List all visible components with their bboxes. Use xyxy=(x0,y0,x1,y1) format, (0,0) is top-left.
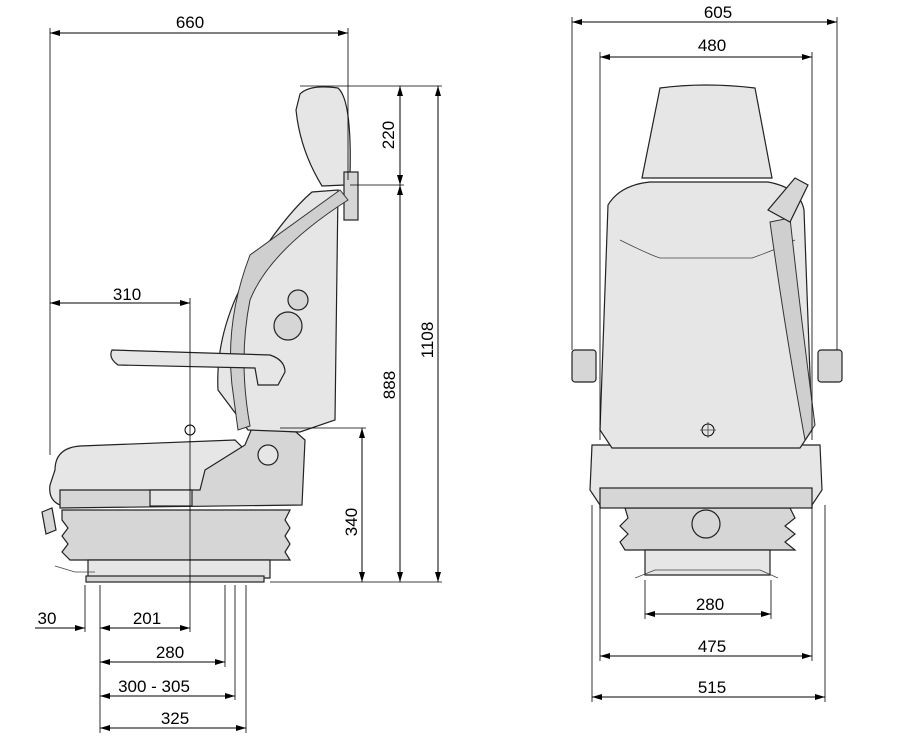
dim-overall-height: 1108 xyxy=(418,322,437,359)
dim-cushion-width: 475 xyxy=(698,637,726,656)
front-headrest xyxy=(641,84,773,179)
dim-backrest-height: 888 xyxy=(380,371,399,399)
side-dimensions: 660 310 220 1108 888 340 30 201 280 300 … xyxy=(35,13,442,733)
dim-seat-height: 340 xyxy=(342,508,361,536)
left-armrest xyxy=(571,349,597,383)
dim-headrest-height: 220 xyxy=(379,121,398,149)
dim-offset-reference: 201 xyxy=(133,609,161,628)
dim-mount-range: 300 - 305 xyxy=(118,677,190,696)
dim-base-width: 515 xyxy=(698,678,726,697)
dim-mount-280: 280 xyxy=(156,643,184,662)
dim-backrest-width: 480 xyxy=(698,36,726,55)
adjust-knob xyxy=(41,507,57,535)
right-armrest xyxy=(817,349,843,383)
dim-overall-width: 605 xyxy=(704,3,732,22)
dim-seat-reference-depth: 310 xyxy=(113,285,141,304)
armrest xyxy=(110,349,286,386)
side-view-seat xyxy=(41,86,359,583)
front-dimensions: 605 480 280 475 515 xyxy=(571,3,838,702)
dim-mount-width: 280 xyxy=(696,595,724,614)
front-view-seat xyxy=(571,84,843,579)
suspension-bellows xyxy=(54,509,292,583)
front-seat-belt xyxy=(769,217,816,442)
dim-overall-depth: 660 xyxy=(176,13,204,32)
dim-mount-325: 325 xyxy=(161,709,189,728)
front-backrest xyxy=(599,181,813,449)
headrest xyxy=(295,86,351,187)
dim-offset-front: 30 xyxy=(38,609,57,628)
